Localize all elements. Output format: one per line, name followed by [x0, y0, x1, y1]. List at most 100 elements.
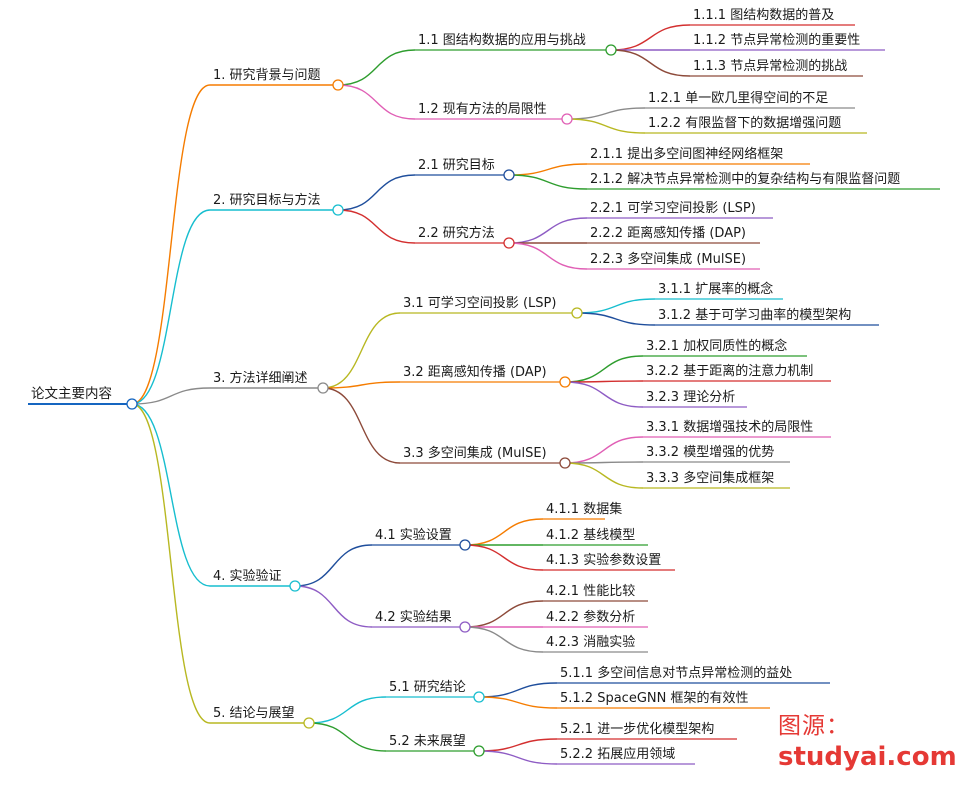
- leaf-label: 1.1.3 节点异常检测的挑战: [693, 58, 847, 74]
- root-node-dot: [126, 398, 138, 410]
- leaf-connector: [564, 462, 644, 489]
- leaf-label: 5.1.2 SpaceGNN 框架的有效性: [560, 690, 748, 706]
- sub-branch-dot: [559, 457, 571, 469]
- leaf-label: 3.1.1 扩展率的概念: [658, 281, 773, 297]
- leaf-label: 3.2.2 基于距离的注意力机制: [646, 363, 813, 379]
- leaf-connector: [508, 242, 588, 270]
- leaf-connector: [478, 738, 558, 752]
- leaf-label: 3.3.2 模型增强的优势: [646, 444, 774, 460]
- watermark-site: studyai.com: [778, 742, 957, 772]
- leaf-label: 4.2.1 性能比较: [546, 584, 635, 599]
- sub-branch-label: 5.1 研究结论: [389, 680, 466, 695]
- sub-branch-label: 2.1 研究目标: [418, 158, 495, 173]
- sub-branch-connector: [308, 722, 387, 752]
- leaf-label: 4.1.3 实验参数设置: [546, 552, 661, 568]
- leaf-label: 1.1.2 节点异常检测的重要性: [693, 32, 860, 48]
- branch-label: 2. 研究目标与方法: [213, 192, 321, 208]
- leaf-connector: [508, 174, 588, 190]
- sub-branch-label: 5.2 未来展望: [389, 733, 466, 749]
- sub-branch-dot: [473, 745, 485, 757]
- root-node-label: 论文主要内容: [31, 385, 112, 402]
- branch-label: 3. 方法详细阐述: [213, 370, 308, 386]
- sub-branch-connector: [294, 544, 373, 587]
- sub-branch-dot: [459, 539, 471, 551]
- leaf-connector: [564, 436, 644, 464]
- branch-label: 4. 实验验证: [213, 568, 282, 584]
- branch-connector: [131, 403, 211, 587]
- leaf-connector: [464, 600, 544, 628]
- sub-branch-label: 1.2 现有方法的局限性: [418, 101, 547, 117]
- sub-branch-connector: [337, 209, 416, 244]
- leaf-connector: [564, 355, 644, 383]
- sub-branch-dot: [473, 691, 485, 703]
- leaf-label: 2.1.2 解决节点异常检测中的复杂结构与有限监督问题: [590, 171, 900, 187]
- branch-connector: [131, 387, 211, 405]
- sub-branch-connector: [337, 174, 416, 211]
- leaf-label: 1.1.1 图结构数据的普及: [693, 7, 834, 23]
- leaf-connector: [564, 381, 644, 408]
- branch-dot: [289, 580, 301, 592]
- sub-branch-dot: [459, 621, 471, 633]
- leaf-connector: [464, 544, 544, 571]
- leaf-label: 4.1.1 数据集: [546, 501, 622, 517]
- leaf-connector: [566, 118, 646, 134]
- watermark-source-label: 图源：: [778, 713, 850, 739]
- leaf-label: 3.2.3 理论分析: [646, 390, 735, 405]
- leaf-connector: [478, 750, 558, 765]
- leaf-connector: [566, 107, 646, 120]
- branch-dot: [317, 382, 329, 394]
- sub-branch-label: 2.2 研究方法: [418, 225, 495, 241]
- branch-dot: [332, 79, 344, 91]
- sub-branch-label: 4.2 实验结果: [375, 609, 452, 625]
- leaf-connector: [478, 696, 558, 709]
- sub-branch-label: 4.1 实验设置: [375, 527, 452, 543]
- sub-branch-label: 3.1 可学习空间投影 (LSP): [403, 295, 556, 311]
- branch-connector: [131, 209, 211, 405]
- leaf-connector: [564, 380, 644, 383]
- sub-branch-connector: [322, 312, 401, 389]
- leaf-connector: [478, 682, 558, 698]
- branch-connector: [131, 403, 211, 724]
- leaf-label: 3.1.2 基于可学习曲率的模型架构: [658, 307, 851, 323]
- leaf-connector: [508, 163, 588, 176]
- sub-branch-connector: [322, 381, 401, 389]
- sub-branch-connector: [337, 49, 416, 86]
- leaf-connector: [576, 312, 656, 326]
- leaf-label: 4.2.2 参数分析: [546, 609, 635, 625]
- leaf-connector: [464, 518, 544, 546]
- sub-branch-label: 3.2 距离感知传播 (DAP): [403, 364, 547, 380]
- leaf-label: 2.1.1 提出多空间图神经网络框架: [590, 146, 783, 162]
- branch-connector: [131, 84, 211, 405]
- sub-branch-connector: [294, 585, 373, 628]
- branch-label: 1. 研究背景与问题: [213, 68, 321, 83]
- leaf-connector: [564, 461, 644, 464]
- leaf-connector: [576, 298, 656, 314]
- sub-branch-connector: [322, 387, 401, 464]
- sub-branch-dot: [561, 113, 573, 125]
- leaf-connector: [464, 626, 544, 653]
- leaf-label: 5.1.1 多空间信息对节点异常检测的益处: [560, 665, 792, 681]
- leaf-label: 1.2.1 单一欧几里得空间的不足: [648, 90, 828, 106]
- branch-dot: [303, 717, 315, 729]
- leaf-label: 4.2.3 消融实验: [546, 634, 635, 650]
- leaf-label: 2.2.2 距离感知传播 (DAP): [590, 225, 746, 241]
- sub-branch-label: 3.3 多空间集成 (MulSE): [403, 445, 547, 461]
- leaf-label: 2.2.3 多空间集成 (MulSE): [590, 251, 746, 267]
- sub-branch-connector: [337, 84, 416, 120]
- sub-branch-label: 1.1 图结构数据的应用与挑战: [418, 32, 586, 48]
- leaf-label: 2.2.1 可学习空间投影 (LSP): [590, 200, 756, 216]
- leaf-label: 5.2.1 进一步优化模型架构: [560, 722, 714, 737]
- sub-branch-dot: [503, 169, 515, 181]
- sub-branch-dot: [559, 376, 571, 388]
- sub-branch-dot: [571, 307, 583, 319]
- leaf-label: 3.3.3 多空间集成框架: [646, 470, 774, 486]
- leaf-label: 3.3.1 数据增强技术的局限性: [646, 419, 813, 435]
- leaf-label: 5.2.2 拓展应用领域: [560, 746, 675, 762]
- sub-branch-connector: [308, 696, 387, 724]
- leaf-connector: [508, 217, 588, 244]
- branch-dot: [332, 204, 344, 216]
- sub-branch-dot: [605, 44, 617, 56]
- leaf-connector: [610, 49, 691, 77]
- leaf-connector: [610, 24, 691, 51]
- leaf-label: 4.1.2 基线模型: [546, 528, 635, 543]
